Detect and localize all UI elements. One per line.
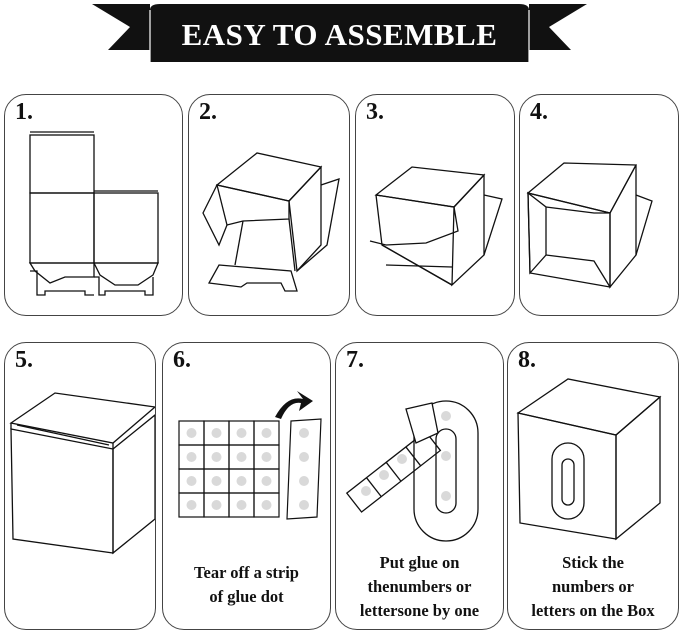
glue-dot [261, 452, 272, 462]
finished-box-with-number-illustration [516, 378, 662, 541]
glue-dot-sheet-illustration [178, 391, 322, 520]
glue-dot [186, 476, 197, 486]
glue-dot [211, 476, 222, 486]
caption-line: lettersone by one [359, 601, 480, 620]
step-number: 6. [173, 347, 191, 373]
glue-dot-grid [178, 418, 322, 520]
glue-dot [186, 428, 197, 438]
step-panel-8: 8. Stick the numbers or letters on the B… [507, 342, 679, 630]
page-title: EASY TO ASSEMBLE [181, 17, 498, 52]
caption-line: thenumbers or [367, 577, 472, 596]
caption-line: numbers or [551, 577, 635, 596]
caption-line: Put glue on [379, 553, 460, 572]
step-panel-1: 1. [4, 94, 183, 316]
assembled-box-illustration [9, 392, 155, 555]
glue-dot [236, 476, 247, 486]
step-panel-3: 3. [355, 94, 515, 316]
glue-dot [299, 500, 309, 510]
step-number: 3. [366, 99, 384, 125]
step-caption: Tear off a strip of glue dot [163, 561, 330, 609]
caption-line: of glue dot [209, 587, 284, 606]
torn-glue-strip [286, 418, 322, 520]
banner-ribbon-graphic [92, 4, 587, 62]
glue-dot [261, 500, 272, 510]
step-number: 2. [199, 99, 217, 125]
step-panel-7: 7. Put glue on thenumbers or lettersone … [335, 342, 504, 630]
flat-box-template-illustration [28, 131, 159, 296]
step-number: 5. [15, 347, 33, 373]
glue-dot [236, 452, 247, 462]
step-caption: Stick the numbers or letters on the Box [508, 551, 678, 623]
step-panel-6: 6. Tear off a strip of glue dot [162, 342, 331, 630]
caption-line: Stick the [562, 553, 624, 572]
glue-dot [211, 428, 222, 438]
caption-line: Tear off a strip [194, 563, 299, 582]
step-caption: Put glue on thenumbers or lettersone by … [336, 551, 503, 623]
glue-dot [211, 452, 222, 462]
glue-dot [186, 452, 197, 462]
folding-box-bottom-illustration [369, 166, 503, 287]
caption-line: letters on the Box [531, 601, 655, 620]
tear-arrow-icon [275, 391, 313, 419]
glue-dot [261, 428, 272, 438]
glue-dot [186, 500, 197, 510]
glue-sheet-cell [253, 492, 280, 518]
box-almost-closed-illustration [526, 162, 653, 289]
glue-dot [261, 476, 272, 486]
folding-box-sides-illustration [202, 152, 340, 292]
glue-dot [236, 500, 247, 510]
glue-dot [299, 428, 309, 438]
step-number: 4. [530, 99, 548, 125]
step-panel-4: 4. [519, 94, 679, 316]
apply-glue-illustration [345, 400, 479, 542]
glue-dot [299, 476, 309, 486]
step-number: 8. [518, 347, 536, 373]
step-number: 1. [15, 99, 33, 125]
glue-dot [211, 500, 222, 510]
step-panel-5: 5. [4, 342, 156, 630]
glue-dot [236, 428, 247, 438]
step-number: 7. [346, 347, 364, 373]
glue-dot [299, 452, 309, 462]
step-panel-2: 2. [188, 94, 350, 316]
